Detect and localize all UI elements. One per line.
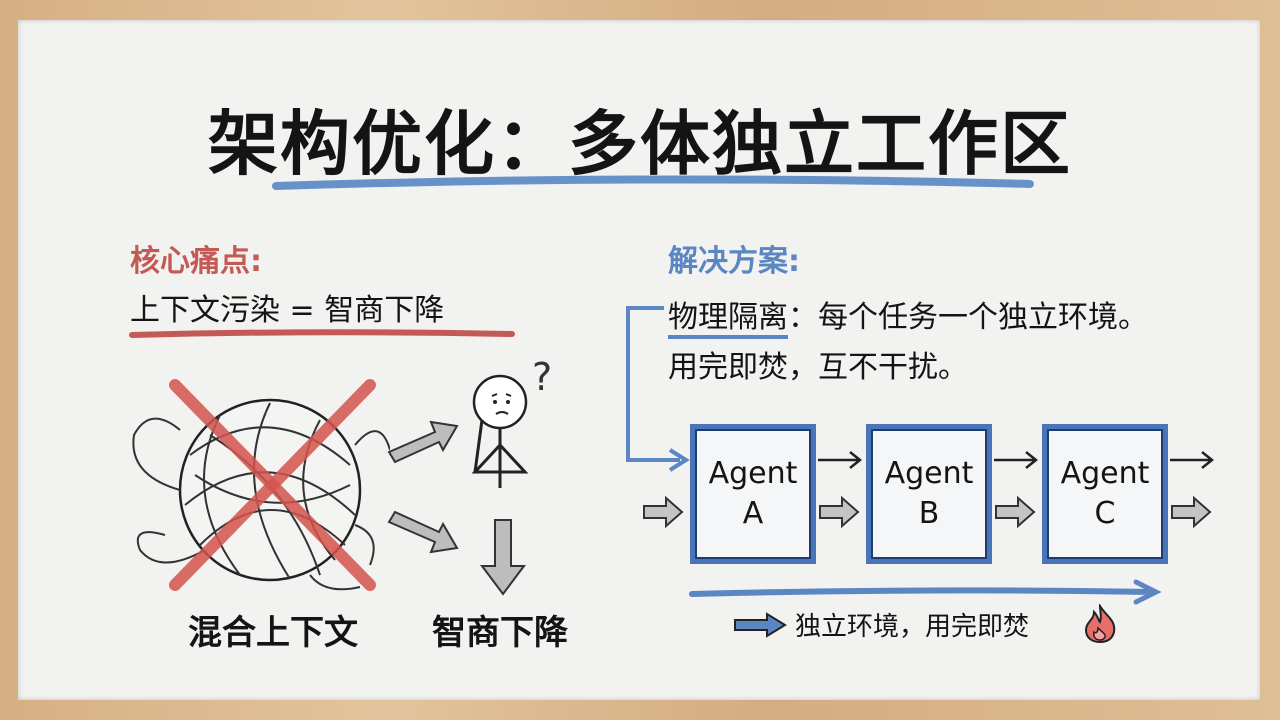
solution-line-2: 用完即焚，互不干扰。 — [668, 350, 968, 385]
agent-c-box: Agent C — [1042, 424, 1168, 564]
svg-text:?: ? — [532, 355, 552, 399]
diagonal-arrows — [387, 420, 459, 554]
whiteboard — [18, 20, 1260, 700]
agent-b-box: Agent B — [866, 424, 992, 564]
solution-line-1: 物理隔离：每个任务一个独立环境。 — [668, 292, 1148, 339]
bracket-arrow — [626, 306, 690, 472]
iq-decline-label: 智商下降 — [432, 613, 568, 653]
mixed-context-label: 混合上下文 — [188, 613, 358, 653]
legend-text: 独立环境，用完即焚 — [795, 612, 1030, 642]
title-underline — [272, 175, 1034, 190]
pain-point-statement: 上下文污染 = 智商下降 — [130, 293, 445, 328]
tangled-yarn-icon — [132, 379, 390, 591]
page-title: 架构优化：多体独立工作区 — [208, 103, 1072, 185]
pain-point-heading: 核心痛点: — [130, 244, 262, 279]
pain-point-underline — [129, 329, 515, 338]
agent-flow-arrows — [643, 451, 1215, 529]
blue-arrow-icon — [734, 612, 787, 638]
physical-isolation-term: 物理隔离 — [668, 300, 788, 339]
timeline-arrow — [689, 579, 1162, 605]
fire-icon — [1084, 604, 1116, 644]
agent-a-box: Agent A — [690, 424, 816, 564]
down-arrow-icon — [480, 519, 526, 596]
solution-heading: 解决方案: — [668, 244, 800, 279]
confused-person-icon: ? — [471, 355, 552, 488]
